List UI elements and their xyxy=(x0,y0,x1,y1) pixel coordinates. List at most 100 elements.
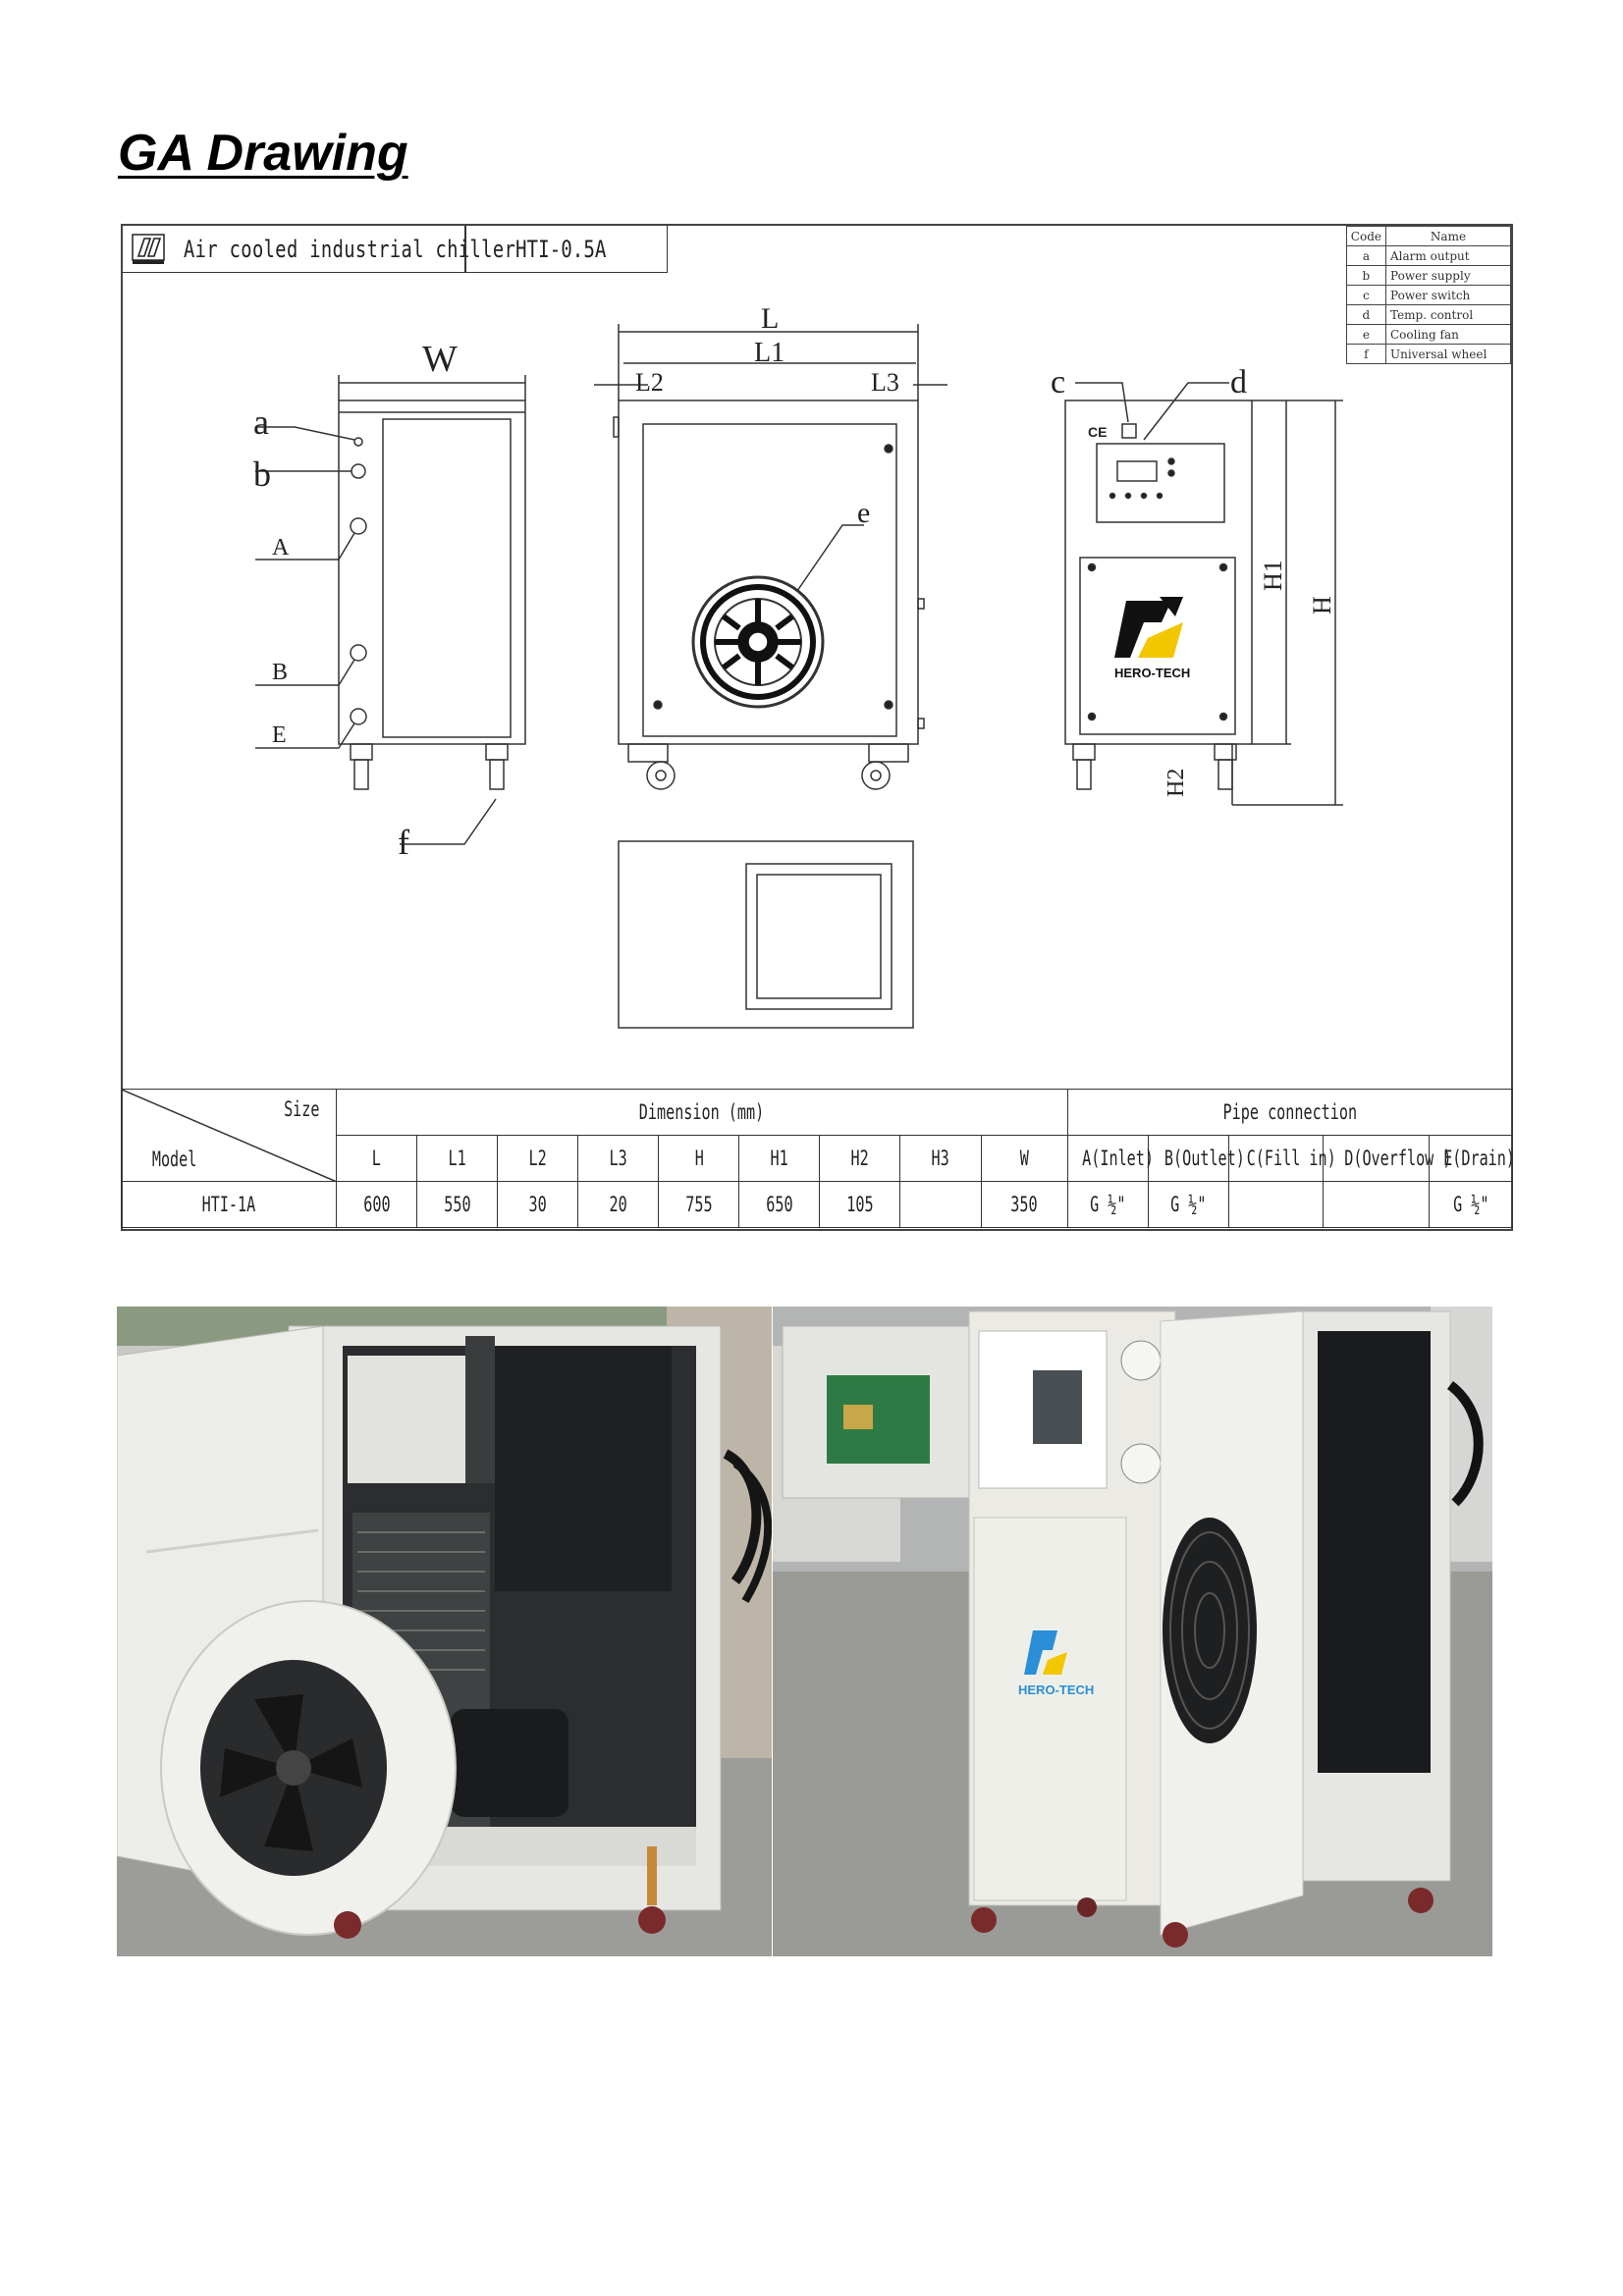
back-panel xyxy=(1079,557,1236,735)
back-caster-left-icon xyxy=(1076,759,1092,790)
front-caster-right-icon xyxy=(861,743,909,790)
brand-text: HERO-TECH xyxy=(1114,666,1190,680)
control-button-icon xyxy=(1167,469,1175,477)
top-grille-outer xyxy=(745,863,893,1010)
column-header: L2 xyxy=(497,1135,579,1182)
value-cell: G ½" xyxy=(1066,1181,1149,1228)
dimension-header: Dimension (mm) xyxy=(336,1089,1068,1136)
label-d: d xyxy=(1230,364,1247,400)
column-header: L3 xyxy=(577,1135,660,1182)
photo-chiller-interior xyxy=(117,1307,772,1956)
side-cabinet-outline xyxy=(338,400,526,745)
back-view: CE HERO-TECH c d xyxy=(1051,364,1343,806)
model-cell: HTI-1A xyxy=(120,1181,338,1228)
chiller-model: HTI-0.5A xyxy=(515,236,607,263)
label-l3: L3 xyxy=(871,368,899,397)
side-panel xyxy=(382,418,512,738)
temp-display xyxy=(1116,460,1158,482)
control-button-icon xyxy=(1109,492,1116,500)
column-header: L1 xyxy=(416,1135,499,1182)
photo-brand-text: HERO-TECH xyxy=(1018,1682,1094,1697)
value-cell xyxy=(899,1181,982,1228)
model-label: Model xyxy=(151,1148,197,1171)
value-cell: 30 xyxy=(497,1181,579,1228)
label-l2: L2 xyxy=(635,368,664,397)
value-cell: 755 xyxy=(658,1181,740,1228)
size-model-corner: Size Model xyxy=(120,1089,338,1182)
table-row: HTI-1A 600 550 30 20 755 650 105 350 G ½… xyxy=(120,1181,1514,1228)
leader-A xyxy=(255,532,355,561)
bolt-icon xyxy=(1087,712,1097,721)
back-caster-right-icon xyxy=(1217,759,1233,790)
value-cell xyxy=(1227,1181,1324,1228)
front-cabinet-outline xyxy=(618,400,919,745)
bolt-icon xyxy=(1087,562,1097,572)
power-switch-icon xyxy=(1121,423,1137,439)
orthographic-views: W a b A B E f xyxy=(253,302,1343,1029)
bolt-icon xyxy=(884,700,893,710)
front-side-fitting xyxy=(917,718,925,729)
ga-drawing-frame: Air cooled industrial chiller HTI-0.5A C… xyxy=(121,224,1513,1231)
title-divider xyxy=(464,226,466,272)
port-a-icon xyxy=(353,437,363,447)
legend-header-code: Code xyxy=(1345,226,1387,246)
label-B: B xyxy=(272,660,288,685)
leader-c xyxy=(1075,382,1129,423)
column-header: L xyxy=(336,1135,418,1182)
port-A-icon xyxy=(350,517,367,535)
port-b-icon xyxy=(351,463,366,479)
column-header: E(Drain) xyxy=(1428,1135,1515,1182)
label-l1: L1 xyxy=(754,338,784,368)
front-side-fitting xyxy=(613,416,620,438)
back-cabinet-outline xyxy=(1064,400,1253,745)
ce-mark: CE xyxy=(1088,424,1107,440)
chiller-name: Air cooled industrial chiller xyxy=(184,236,516,263)
leader-E xyxy=(255,722,355,749)
control-button-icon xyxy=(1140,492,1148,500)
column-header: B(Outlet) xyxy=(1147,1135,1245,1182)
label-w: W xyxy=(422,339,458,380)
bolt-icon xyxy=(884,444,893,454)
pipe-connection-header: Pipe connection xyxy=(1066,1089,1514,1136)
column-header: C(Fill in) xyxy=(1227,1135,1336,1182)
label-b: b xyxy=(253,454,271,494)
value-cell: 650 xyxy=(738,1181,821,1228)
control-button-icon xyxy=(1156,492,1163,500)
label-A: A xyxy=(272,535,290,561)
spec-header-row: Size Model Dimension (mm) Pipe connectio… xyxy=(120,1089,1514,1182)
front-view: e L L1 L2 L3 xyxy=(594,302,947,790)
column-header: D(Overflow ) xyxy=(1322,1135,1451,1182)
spec-table: Size Model Dimension (mm) Pipe connectio… xyxy=(120,1089,1515,1228)
front-caster-left-icon xyxy=(627,743,676,790)
legend-header-row: Code Name xyxy=(1345,226,1511,246)
control-button-icon xyxy=(1124,492,1132,500)
column-header: W xyxy=(980,1135,1068,1182)
control-button-icon xyxy=(1167,457,1175,465)
column-header: H xyxy=(658,1135,740,1182)
spec-columns-row: L L1 L2 L3 H H1 H2 H3 W A(Inlet) B(Outle… xyxy=(122,1135,1515,1182)
leader-B xyxy=(255,659,355,686)
top-view xyxy=(618,840,914,1029)
label-h: H xyxy=(1308,596,1336,614)
legend-code: a xyxy=(1345,245,1387,266)
label-E: E xyxy=(272,722,287,748)
value-cell: 20 xyxy=(577,1181,660,1228)
value-cell: G ½" xyxy=(1428,1181,1514,1228)
front-panel xyxy=(642,423,897,737)
side-view: W a b A B E f xyxy=(253,339,526,862)
port-E-icon xyxy=(350,708,367,725)
bolt-icon xyxy=(653,700,663,710)
port-B-icon xyxy=(350,644,367,662)
cooling-fan-icon xyxy=(691,575,825,709)
leader-f xyxy=(400,798,497,845)
column-header: A(Inlet) xyxy=(1066,1135,1154,1182)
value-cell: 350 xyxy=(980,1181,1068,1228)
value-cell: 550 xyxy=(416,1181,499,1228)
front-side-fitting xyxy=(917,598,925,610)
legend-name: Universal wheel xyxy=(1385,344,1511,364)
label-c: c xyxy=(1051,364,1065,400)
